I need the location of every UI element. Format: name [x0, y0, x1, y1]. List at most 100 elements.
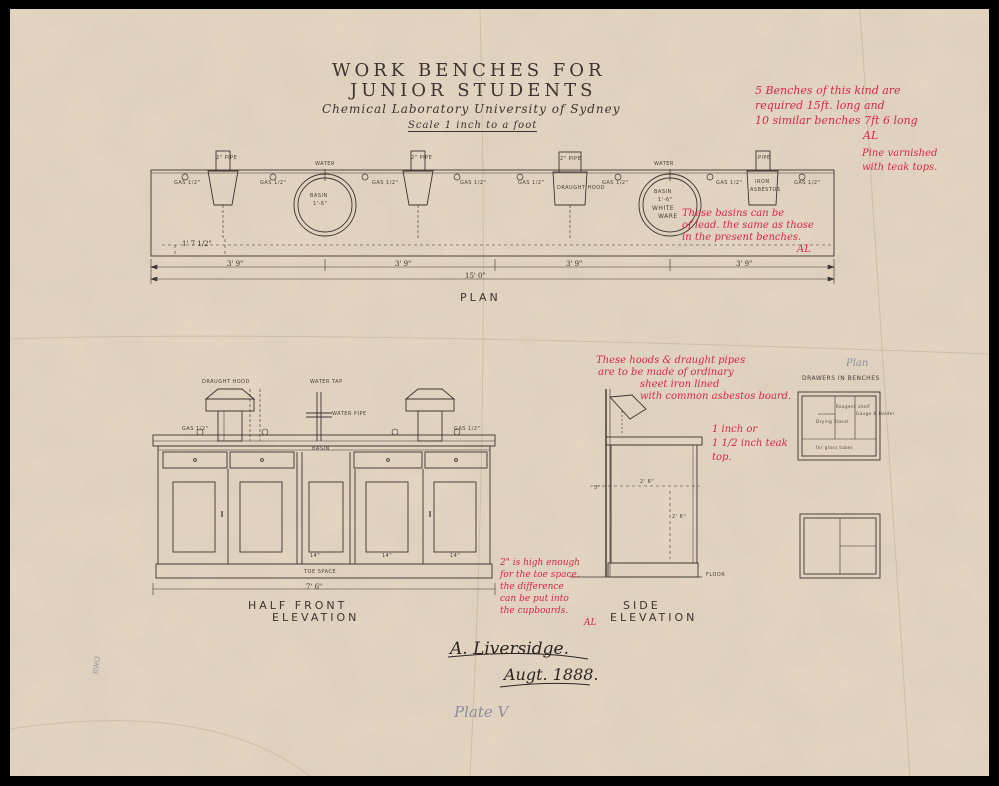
front-basin-label: BASIN — [312, 446, 330, 452]
drawers-title: DRAWERS IN BENCHES — [802, 375, 880, 382]
front-dim-14-b: 14" — [382, 553, 393, 559]
plan-water-1: WATER — [315, 161, 335, 167]
front-water-pipe-label: WATER PIPE — [332, 411, 367, 417]
plan-basin-1-size: 1'-6" — [313, 201, 328, 207]
front-dim-bottom: 7' 6" — [306, 583, 323, 591]
plan-gas-5: GAS 1/2" — [518, 180, 545, 186]
red-note-toe-space: 2" is high enough for the toe space. the… — [500, 557, 596, 628]
signature-date: Augt. 1888. — [504, 665, 599, 684]
red-note-toe-line-1: 2" is high enough — [500, 558, 581, 568]
plan-view — [150, 150, 835, 284]
plan-basin-1-label: BASIN — [310, 193, 328, 199]
red-note-toe-line-4: can be put into — [500, 594, 569, 604]
red-note-toe-line-2: for the toe space. — [500, 570, 580, 580]
front-water-tap — [306, 392, 332, 441]
plan-pipe-2: 2" PIPE — [411, 155, 433, 161]
plan-gas-6: GAS 1/2" — [602, 180, 629, 186]
plan-gas-2: GAS 1/2" — [260, 180, 287, 186]
front-drawers — [162, 451, 488, 469]
plan-basin-2-size: 1'-6" — [658, 197, 673, 203]
plan-gas-8: GAS 1/2" — [794, 180, 821, 186]
plan-dashed-lines — [162, 239, 834, 256]
front-label-1: HALF FRONT — [248, 599, 348, 612]
plan-hood-2 — [402, 150, 434, 239]
red-note-benches: 5 Benches of this kind are required 15ft… — [755, 83, 918, 143]
plan-hood-3 — [552, 151, 588, 239]
red-note-pine-line-1: Pine varnished — [862, 148, 938, 159]
plan-basin-2-white: WHITE — [652, 205, 675, 212]
red-note-hoods-line-4: with common asbestos board. — [640, 391, 792, 402]
drawers-inner-3: Drying Stand — [816, 419, 849, 424]
plan-iron: IRON — [755, 179, 770, 185]
red-note-teak-line-1: 1 inch or — [712, 424, 758, 435]
drawers-plan-word: Plan — [846, 358, 869, 369]
plan-basin-2-ware: WARE — [658, 213, 678, 220]
plan-gas-taps — [181, 173, 806, 181]
red-note-basins-line-3: in the present benches. — [682, 232, 802, 243]
front-label-2: ELEVATION — [272, 611, 360, 624]
red-note-benches-line-3: 10 similar benches 7ft 6 long — [755, 114, 918, 127]
red-note-pine: Pine varnished with teak tops. — [862, 147, 937, 175]
front-gas-left: GAS 1/2" — [182, 426, 209, 432]
red-note-toe-initials: AL — [584, 618, 597, 628]
plan-pipe-4: PIPE — [758, 155, 771, 161]
side-dim-5: 5" — [594, 485, 601, 491]
plan-pipe-3: 2" PIPE — [560, 156, 582, 162]
front-water-tap-label: WATER TAP — [310, 379, 343, 385]
red-note-basins-line-1: These basins can be — [682, 208, 785, 219]
front-elevation — [152, 388, 496, 595]
plan-dim-total: 15' 0" — [465, 272, 486, 280]
front-dim-14-c: 14" — [450, 553, 461, 559]
red-note-hoods-line-2: are to be made of ordinary — [598, 367, 734, 378]
side-dim-26: 2' 6" — [640, 479, 655, 485]
side-label-1: SIDE — [623, 599, 661, 612]
title-line-2: JUNIOR STUDENTS — [350, 80, 597, 101]
scale-note: Scale 1 inch to a foot — [408, 120, 538, 132]
red-note-pine-line-2: with teak tops. — [862, 162, 938, 173]
plan-water-2: WATER — [654, 161, 674, 167]
side-label-2: ELEVATION — [610, 611, 698, 624]
signature-name: A. Liversidge. — [450, 639, 569, 659]
red-note-teak-line-3: top. — [712, 452, 732, 463]
plan-hood-1 — [207, 150, 239, 239]
red-note-benches-line-1: 5 Benches of this kind are — [755, 84, 901, 97]
plan-dim-seg-4: 3' 9" — [736, 260, 753, 268]
red-note-basins-line-2: of lead. the same as those — [682, 220, 814, 231]
plan-basin-1 — [293, 169, 357, 237]
red-note-teak-line-2: 1 1/2 inch teak — [712, 438, 788, 449]
plan-dim-1: 1' 7 1/2" — [182, 240, 212, 248]
plan-dim-seg-2: 3' 9" — [395, 260, 412, 268]
front-draught-hood: DRAUGHT HOOD — [202, 379, 250, 385]
red-note-toe-line-5: the cupboards. — [500, 606, 569, 616]
plan-dimension-lines — [150, 259, 835, 284]
title-line-3: Chemical Laboratory University of Sydney — [322, 102, 621, 116]
plan-draught-hood: DRAUGHT HOOD — [557, 185, 605, 191]
front-toe-space: TOE SPACE — [304, 569, 337, 575]
plan-hood-4 — [746, 150, 779, 206]
plan-bench-outline — [150, 169, 835, 257]
drawer-detail-front — [799, 513, 881, 579]
side-floor: FLOOR — [706, 572, 726, 578]
plan-dim-seg-1: 3' 9" — [227, 260, 244, 268]
plan-dim-seg-3: 3' 9" — [566, 260, 583, 268]
blueprint-sheet: WORK BENCHES FOR JUNIOR STUDENTS Chemica… — [10, 9, 989, 776]
plan-gas-1: GAS 1/2" — [174, 180, 201, 186]
red-note-basins: These basins can be of lead. the same as… — [682, 208, 814, 256]
front-cupboard-doors — [172, 481, 477, 553]
plan-gas-3: GAS 1/2" — [372, 180, 399, 186]
red-note-teak-top: 1 inch or 1 1/2 inch teak top. — [712, 423, 788, 465]
plan-basin-2 — [638, 169, 702, 237]
technical-drawing — [10, 9, 989, 776]
drawer-detail-plan — [797, 391, 881, 461]
red-note-hoods: These hoods & draught pipes are to be ma… — [596, 355, 791, 403]
drawers-inner-2: Gauge & Holder — [856, 411, 895, 416]
side-dim-26b: 2' 6" — [672, 514, 687, 520]
paper-texture — [10, 9, 989, 776]
side-elevation — [570, 389, 703, 578]
front-plinth — [155, 563, 493, 579]
plan-gas-4: GAS 1/2" — [460, 180, 487, 186]
plan-label: PLAN — [460, 291, 501, 304]
red-note-benches-initials: AL — [863, 129, 879, 142]
front-gas-right: GAS 1/2" — [454, 426, 481, 432]
signature-flourish — [447, 652, 589, 660]
